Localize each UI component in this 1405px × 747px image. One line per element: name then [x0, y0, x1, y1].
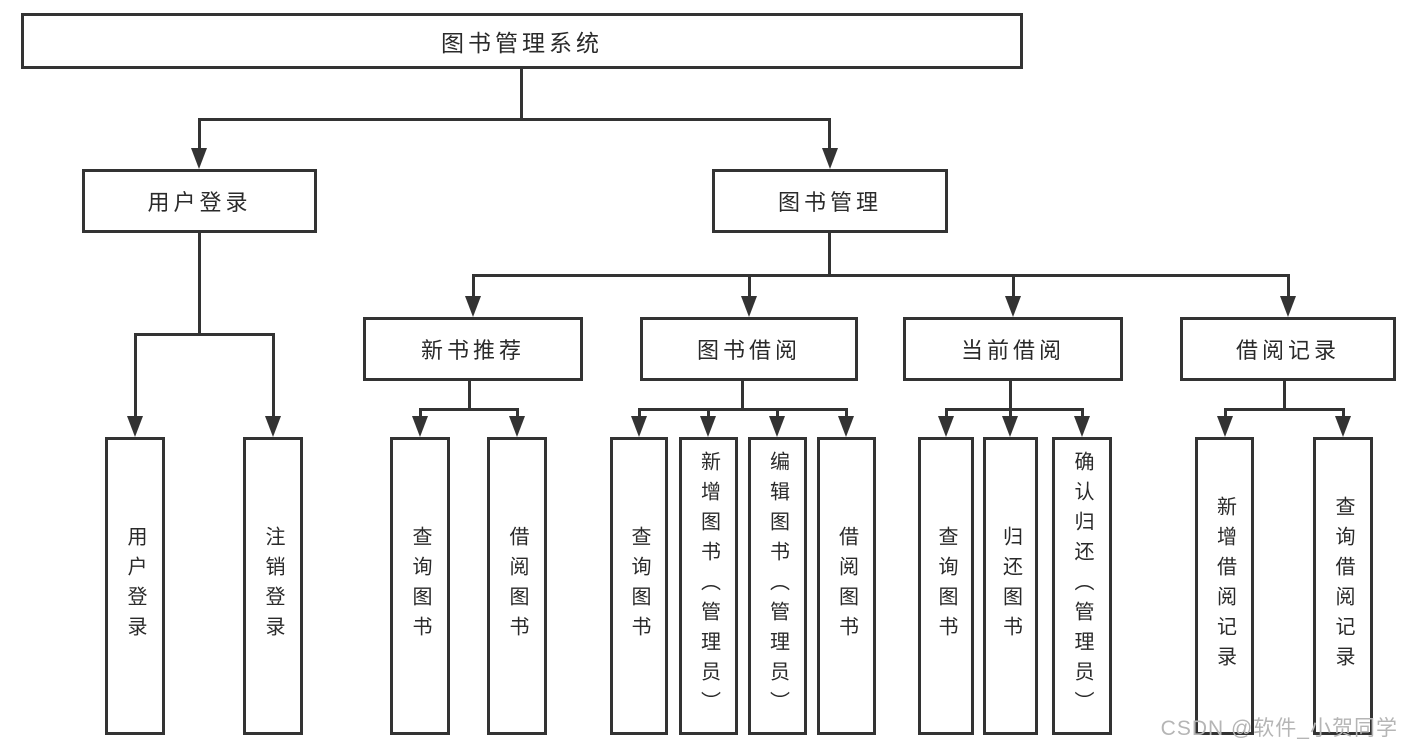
connector-line [1283, 381, 1286, 410]
arrow-down-icon [465, 296, 481, 317]
node-label: 图书管理系统 [441, 30, 603, 56]
connector-line [1081, 408, 1084, 420]
node-label: 图书借阅 [696, 338, 801, 363]
node-book-management: 图书管理 [712, 169, 948, 233]
node-label: 借阅记录 [1235, 338, 1340, 363]
leaf-label: 归还图书 [999, 526, 1022, 646]
leaf-label: 注销登录 [262, 526, 284, 646]
connector-line [468, 381, 471, 410]
arrow-down-icon [1335, 416, 1351, 437]
arrow-down-icon [769, 416, 785, 437]
leaf-label: 编辑图书（管理员） [766, 451, 789, 721]
connector-line [198, 233, 201, 335]
node-label: 新书推荐 [420, 338, 525, 363]
watermark: CSDN @软件_小贺同学 [1160, 717, 1398, 740]
node-user-login: 用户登录 [82, 169, 317, 233]
leaf-query-book-borrowing: 查询图书 [610, 437, 668, 735]
node-system-root: 图书管理系统 [21, 13, 1023, 69]
leaf-query-book-current: 查询图书 [918, 437, 974, 735]
leaf-label: 确认归还（管理员） [1071, 451, 1093, 721]
connector-line [272, 333, 275, 420]
connector-line [945, 408, 948, 420]
leaf-edit-book-admin: 编辑图书（管理员） [748, 437, 807, 735]
leaf-label: 查询图书 [935, 526, 957, 646]
connector-line [1287, 274, 1290, 300]
connector-line [134, 333, 275, 336]
arrow-down-icon [822, 148, 838, 169]
arrow-down-icon [741, 296, 757, 317]
connector-line [1224, 408, 1345, 411]
leaf-borrow-book-recommend: 借阅图书 [487, 437, 547, 735]
node-book-borrowing: 图书借阅 [640, 317, 858, 381]
arrow-down-icon [127, 416, 143, 437]
connector-line [741, 381, 744, 410]
leaf-add-book-admin: 新增图书（管理员） [679, 437, 738, 735]
leaf-label: 查询借阅记录 [1332, 496, 1354, 676]
arrow-down-icon [1280, 296, 1296, 317]
connector-line [472, 274, 475, 300]
leaf-return-book: 归还图书 [983, 437, 1038, 735]
node-label: 用户登录 [147, 190, 252, 215]
arrow-down-icon [412, 416, 428, 437]
connector-line [828, 118, 831, 152]
leaf-label: 新增借阅记录 [1213, 496, 1236, 676]
node-label: 图书管理 [777, 190, 882, 215]
connector-line [748, 274, 751, 300]
arrow-down-icon [838, 416, 854, 437]
connector-line [1009, 381, 1012, 410]
connector-line [198, 118, 201, 152]
connector-line [828, 233, 831, 277]
node-current-borrowing: 当前借阅 [903, 317, 1123, 381]
arrow-down-icon [1217, 416, 1233, 437]
leaf-user-login: 用户登录 [105, 437, 165, 735]
arrow-down-icon [1002, 416, 1018, 437]
connector-line [1012, 274, 1015, 300]
connector-line [1009, 408, 1012, 420]
node-new-book-recommend: 新书推荐 [363, 317, 583, 381]
leaf-label: 借阅图书 [506, 526, 528, 646]
leaf-label: 借阅图书 [835, 526, 858, 646]
arrow-down-icon [509, 416, 525, 437]
leaf-label: 用户登录 [124, 526, 146, 646]
leaf-borrow-book: 借阅图书 [817, 437, 876, 735]
connector-line [516, 408, 519, 420]
connector-line [198, 118, 831, 121]
arrow-down-icon [265, 416, 281, 437]
connector-line [134, 333, 137, 420]
leaf-label: 新增图书（管理员） [697, 451, 720, 721]
arrow-down-icon [1074, 416, 1090, 437]
connector-line [419, 408, 519, 411]
connector-line [845, 408, 848, 420]
leaf-label: 查询图书 [409, 526, 431, 646]
leaf-add-borrow-record: 新增借阅记录 [1195, 437, 1254, 735]
node-label: 当前借阅 [960, 338, 1065, 363]
leaf-confirm-return-admin: 确认归还（管理员） [1052, 437, 1112, 735]
connector-line [1342, 408, 1345, 420]
leaf-logout: 注销登录 [243, 437, 303, 735]
arrow-down-icon [191, 148, 207, 169]
connector-line [945, 408, 1084, 411]
arrow-down-icon [938, 416, 954, 437]
connector-line [472, 274, 1290, 277]
leaf-query-book-recommend: 查询图书 [390, 437, 450, 735]
connector-line [1224, 408, 1227, 420]
arrow-down-icon [1005, 296, 1021, 317]
arrow-down-icon [631, 416, 647, 437]
connector-line [419, 408, 422, 420]
leaf-query-borrow-record: 查询借阅记录 [1313, 437, 1373, 735]
leaf-label: 查询图书 [628, 526, 650, 646]
connector-line [638, 408, 848, 411]
arrow-down-icon [700, 416, 716, 437]
connector-line [707, 408, 710, 420]
node-borrow-records: 借阅记录 [1180, 317, 1396, 381]
connector-line [776, 408, 779, 420]
connector-line [638, 408, 641, 420]
connector-line [520, 69, 523, 120]
